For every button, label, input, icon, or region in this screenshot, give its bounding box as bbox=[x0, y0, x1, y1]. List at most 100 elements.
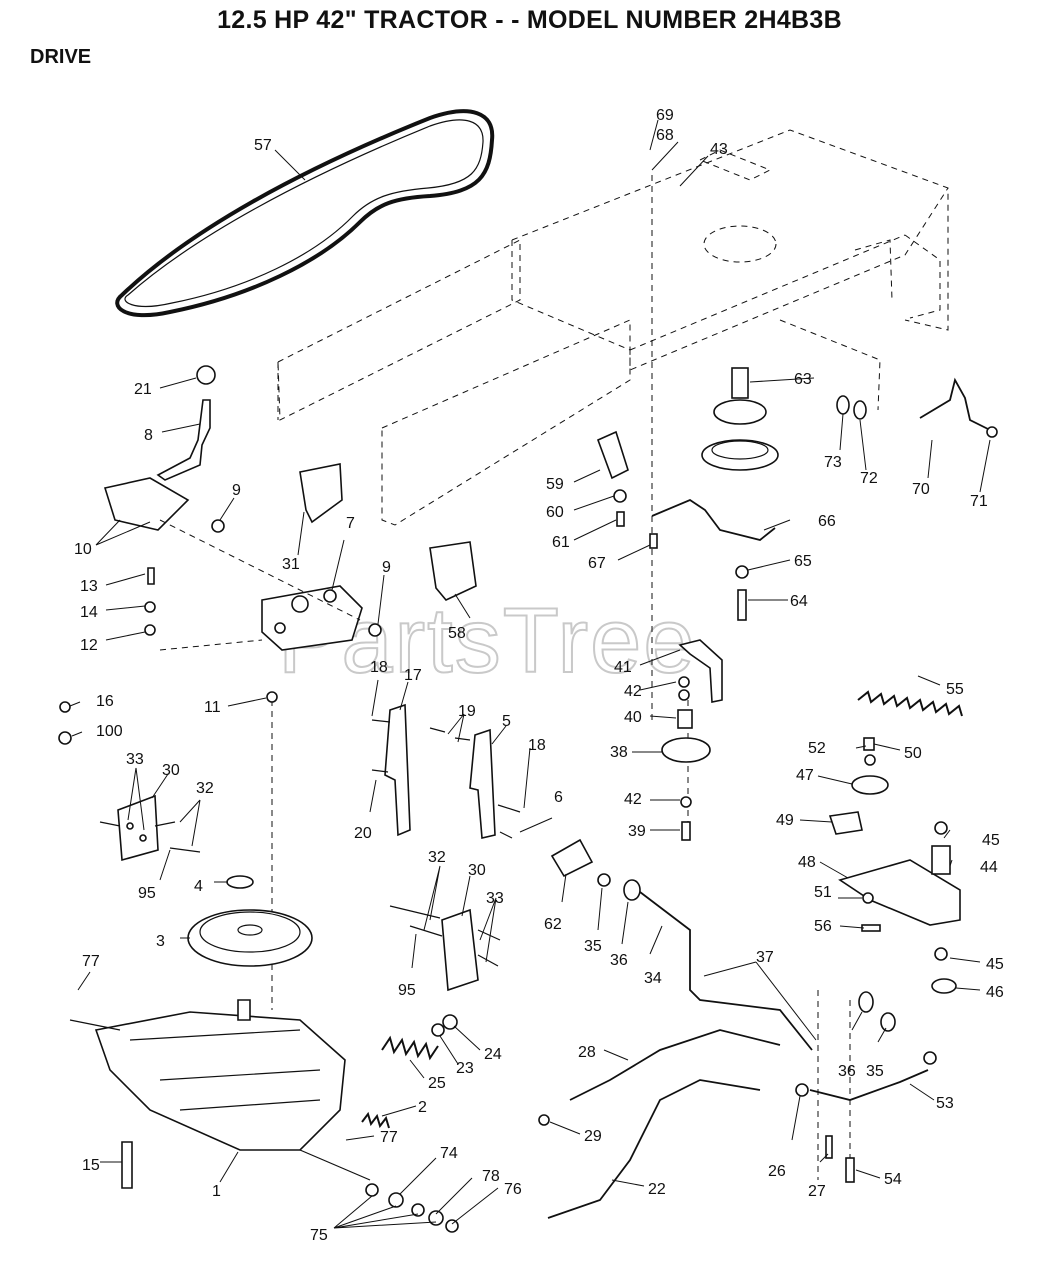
callout-27: 27 bbox=[808, 1183, 826, 1200]
callout-13: 13 bbox=[80, 578, 98, 595]
callout-9a: 9 bbox=[232, 482, 241, 499]
callout-56: 56 bbox=[814, 918, 832, 935]
callout-30a: 30 bbox=[162, 762, 180, 779]
callout-16: 16 bbox=[96, 693, 114, 710]
callout-23: 23 bbox=[456, 1060, 474, 1077]
callout-42a: 42 bbox=[624, 683, 642, 700]
callout-52: 52 bbox=[808, 740, 826, 757]
callout-69: 69 bbox=[656, 107, 674, 124]
callout-73: 73 bbox=[824, 454, 842, 471]
callout-25: 25 bbox=[428, 1075, 446, 1092]
callout-45a: 45 bbox=[982, 832, 1000, 849]
callout-35a: 35 bbox=[584, 938, 602, 955]
callout-70: 70 bbox=[912, 481, 930, 498]
callout-71: 71 bbox=[970, 493, 988, 510]
callout-33a: 33 bbox=[126, 751, 144, 768]
callout-63: 63 bbox=[794, 371, 812, 388]
callout-28: 28 bbox=[578, 1044, 596, 1061]
callout-75: 75 bbox=[310, 1227, 328, 1244]
callout-20: 20 bbox=[354, 825, 372, 842]
rod-28 bbox=[569, 1029, 781, 1101]
sleeve-62 bbox=[550, 838, 594, 878]
callout-41: 41 bbox=[614, 659, 632, 676]
rod-22 bbox=[547, 1079, 761, 1219]
callout-22: 22 bbox=[648, 1181, 666, 1198]
callout-64: 64 bbox=[790, 593, 808, 610]
callout-77a: 77 bbox=[82, 953, 100, 970]
bracket-41 bbox=[678, 639, 723, 703]
section-title: DRIVE bbox=[30, 46, 92, 68]
callout-1: 1 bbox=[212, 1183, 221, 1200]
callout-35b: 35 bbox=[866, 1063, 884, 1080]
callout-78: 78 bbox=[482, 1168, 500, 1185]
callout-32b: 32 bbox=[428, 849, 446, 866]
callout-51: 51 bbox=[814, 884, 832, 901]
callout-44: 44 bbox=[980, 859, 998, 876]
callout-14: 14 bbox=[80, 604, 98, 621]
rod-53 bbox=[809, 1069, 929, 1101]
callout-18b: 18 bbox=[528, 737, 546, 754]
callout-26: 26 bbox=[768, 1163, 786, 1180]
callout-77b: 77 bbox=[380, 1129, 398, 1146]
plate-31 bbox=[299, 463, 343, 524]
callout-48: 48 bbox=[798, 854, 816, 871]
callout-12: 12 bbox=[80, 637, 98, 654]
callout-72: 72 bbox=[860, 470, 878, 487]
callout-100: 100 bbox=[96, 723, 123, 740]
washer-stack bbox=[365, 1183, 459, 1233]
callout-42b: 42 bbox=[624, 791, 642, 808]
spring-25 bbox=[381, 1035, 439, 1061]
callout-45b: 45 bbox=[986, 956, 1004, 973]
pulley-3 bbox=[187, 909, 313, 967]
callout-59: 59 bbox=[546, 476, 564, 493]
callout-30b: 30 bbox=[468, 862, 486, 879]
tractor-frame bbox=[277, 129, 949, 526]
callout-50: 50 bbox=[904, 745, 922, 762]
callout-36a: 36 bbox=[610, 952, 628, 969]
page-title: 12.5 HP 42" TRACTOR - - MODEL NUMBER 2H4… bbox=[217, 6, 842, 34]
callout-21: 21 bbox=[134, 381, 152, 398]
callout-36b: 36 bbox=[838, 1063, 856, 1080]
callout-65: 65 bbox=[794, 553, 812, 570]
callout-66: 66 bbox=[818, 513, 836, 530]
transaxle bbox=[69, 999, 371, 1189]
callout-9b: 9 bbox=[382, 559, 391, 576]
callout-8: 8 bbox=[144, 427, 153, 444]
callout-55: 55 bbox=[946, 681, 964, 698]
callout-39: 39 bbox=[628, 823, 646, 840]
callout-61: 61 bbox=[552, 534, 570, 551]
callout-37: 37 bbox=[756, 949, 774, 966]
callout-57: 57 bbox=[254, 137, 272, 154]
callout-4: 4 bbox=[194, 878, 203, 895]
callout-53: 53 bbox=[936, 1095, 954, 1112]
callout-18a: 18 bbox=[370, 659, 388, 676]
callout-34: 34 bbox=[644, 970, 662, 987]
rod-70 bbox=[919, 377, 991, 431]
callout-33b: 33 bbox=[486, 890, 504, 907]
callout-74: 74 bbox=[440, 1145, 458, 1162]
callout-labels: 69 68 43 57 63 21 8 73 72 70 71 9 59 60 … bbox=[74, 107, 1004, 1244]
callout-68: 68 bbox=[656, 127, 674, 144]
callout-49: 49 bbox=[776, 812, 794, 829]
callout-31: 31 bbox=[282, 556, 300, 573]
callout-32a: 32 bbox=[196, 780, 214, 797]
callout-24: 24 bbox=[484, 1046, 502, 1063]
callout-15: 15 bbox=[82, 1157, 100, 1174]
spring-55 bbox=[857, 690, 963, 717]
spring-2 bbox=[361, 1111, 390, 1129]
callout-62: 62 bbox=[544, 916, 562, 933]
bracket-58 bbox=[429, 541, 477, 601]
callout-11: 11 bbox=[204, 699, 221, 716]
callout-58: 58 bbox=[448, 625, 466, 642]
bracket-59 bbox=[596, 430, 629, 480]
callout-29: 29 bbox=[584, 1128, 602, 1145]
bracket-5 bbox=[469, 728, 496, 839]
callout-54: 54 bbox=[884, 1171, 902, 1188]
idler-pulley-63 bbox=[701, 367, 779, 471]
callout-60: 60 bbox=[546, 504, 564, 521]
callout-38: 38 bbox=[610, 744, 628, 761]
callout-3: 3 bbox=[156, 933, 165, 950]
callout-40: 40 bbox=[624, 709, 642, 726]
bracket-17 bbox=[384, 703, 411, 837]
